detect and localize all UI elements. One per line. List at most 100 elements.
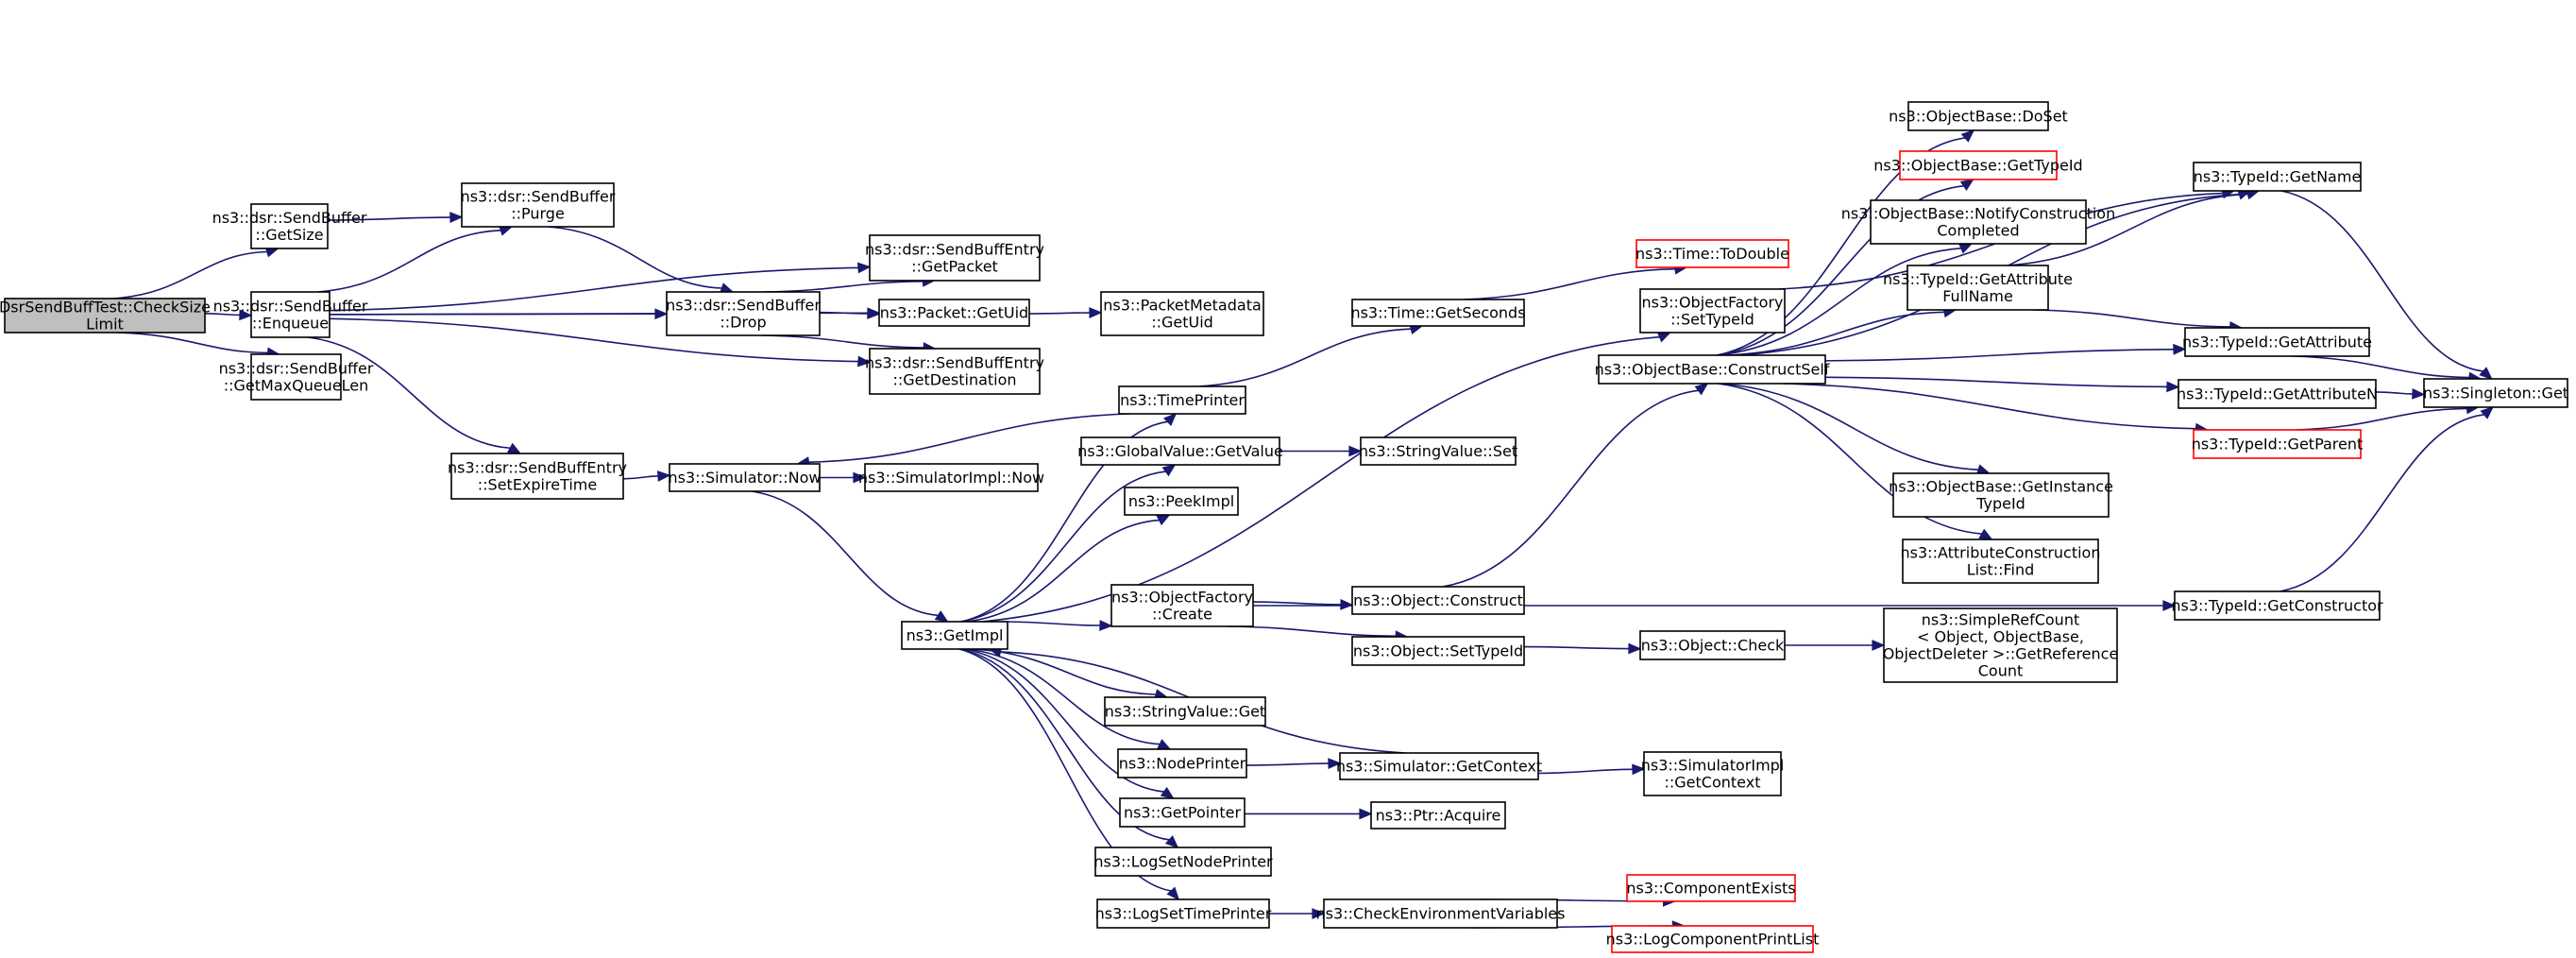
node-box	[869, 234, 1041, 282]
node-label: ns3::TypeId::GetAttribute	[1883, 270, 2073, 288]
graph-node-simimplctx[interactable]: ns3::SimulatorImpl::GetContext	[1641, 751, 1785, 796]
graph-node-getseconds[interactable]: ns3::Time::GetSeconds	[1350, 299, 1526, 327]
graph-node-getpacket[interactable]: ns3::dsr::SendBuffEntry::GetPacket	[865, 234, 1044, 282]
edge-line	[761, 334, 924, 349]
graph-node-nodeprinter[interactable]: ns3::NodePrinter	[1117, 748, 1247, 778]
edge-arrowhead	[1958, 243, 1974, 254]
graph-node-simnow[interactable]: ns3::Simulator::Now	[669, 463, 822, 492]
graph-node-objconstruct[interactable]: ns3::Object::Construct	[1351, 586, 1525, 615]
node-label: ns3::Time::ToDouble	[1635, 245, 1789, 263]
graph-node-getrefcount[interactable]: ns3::SimpleRefCount< Object, ObjectBase,…	[1883, 607, 2119, 683]
node-label: ns3::Object::SetTypeId	[1353, 642, 1523, 660]
node-label: ns3::dsr::SendBuffer	[666, 297, 821, 315]
edge-line	[981, 335, 1660, 623]
graph-node-getsize[interactable]: ns3::dsr::SendBuffer::GetSize	[212, 203, 367, 249]
graph-node-objcheck[interactable]: ns3::Object::Check	[1639, 630, 1786, 660]
edge-arrowhead	[934, 610, 949, 623]
node-label: ns3::Ptr::Acquire	[1376, 807, 1501, 825]
graph-node-tidgetparent[interactable]: ns3::TypeId::GetParent	[2192, 429, 2364, 459]
node-box	[2423, 378, 2568, 408]
graph-node-getpointer[interactable]: ns3::GetPointer	[1119, 797, 1246, 828]
node-box	[2184, 327, 2370, 357]
call-edge	[1716, 243, 1974, 356]
call-edge	[2375, 387, 2426, 400]
node-box	[1643, 751, 1782, 796]
node-label: ::GetPacket	[911, 258, 998, 276]
call-edge	[960, 412, 1178, 623]
edge-line	[1523, 645, 1630, 650]
edge-arrowhead	[2480, 405, 2495, 419]
graph-node-timeprinter[interactable]: ns3::TimePrinter	[1118, 385, 1246, 415]
edge-arrowhead	[2162, 600, 2177, 611]
edge-line	[963, 648, 1164, 793]
graph-node-doset[interactable]: ns3::ObjectBase::DoSet	[1889, 101, 2068, 131]
node-label: ns3::PacketMetadata	[1103, 297, 1262, 315]
graph-node-tidgetctor[interactable]: ns3::TypeId::GetConstructor	[2171, 590, 2383, 621]
call-edge	[1824, 376, 2180, 393]
node-box	[250, 353, 342, 401]
graph-node-logcomplist[interactable]: ns3::LogComponentPrintList	[1606, 925, 1820, 953]
node-box	[250, 291, 330, 338]
graph-node-obgettypeid[interactable]: ns3::ObjectBase::GetTypeId	[1873, 150, 2083, 180]
graph-node-purge[interactable]: ns3::dsr::SendBuffer::Purge	[461, 182, 616, 228]
graph-node-svset[interactable]: ns3::StringValue::Set	[1359, 436, 1517, 466]
graph-node-logsettime[interactable]: ns3::LogSetTimePrinter	[1095, 898, 1272, 929]
graph-node-singleton[interactable]: ns3::Singleton::Get	[2423, 378, 2568, 408]
edge-line	[819, 311, 869, 315]
graph-node-drop[interactable]: ns3::dsr::SendBuffer::Drop	[666, 291, 821, 336]
node-label: ns3::ObjectBase::NotifyConstruction	[1841, 205, 2115, 223]
edge-line	[317, 230, 501, 293]
node-label: ns3::ObjectBase::ConstructSelf	[1595, 361, 1830, 379]
graph-node-ofsettypeid[interactable]: ns3::ObjectFactory::SetTypeId	[1639, 288, 1786, 334]
call-edge	[1028, 307, 1103, 318]
node-label: ns3::TypeId::GetAttributeN	[2177, 385, 2378, 403]
graph-node-notifyconstr[interactable]: ns3::ObjectBase::NotifyConstructionCompl…	[1841, 199, 2115, 245]
edge-line	[2033, 309, 2230, 328]
graph-node-tidgetname[interactable]: ns3::TypeId::GetName	[2193, 162, 2362, 192]
edge-arrowhead	[1161, 464, 1177, 477]
node-label: ns3::SimulatorImpl	[1641, 757, 1785, 775]
node-label: ns3::dsr::SendBuffEntry	[448, 459, 627, 477]
call-edge	[751, 490, 949, 623]
node-label: ns3::TypeId::GetAttribute	[2182, 334, 2372, 351]
graph-node-tidgetattr[interactable]: ns3::TypeId::GetAttribute	[2182, 327, 2372, 357]
graph-node-peekimpl[interactable]: ns3::PeekImpl	[1124, 487, 1239, 516]
edge-arrowhead	[853, 471, 867, 484]
graph-node-svget[interactable]: ns3::StringValue::Get	[1104, 696, 1266, 727]
graph-node-globalvalue[interactable]: ns3::GlobalValue::GetValue	[1077, 436, 1283, 466]
node-label: ns3::LogSetTimePrinter	[1095, 905, 1272, 923]
node-box	[1323, 898, 1558, 929]
graph-node-todouble[interactable]: ns3::Time::ToDouble	[1635, 239, 1789, 268]
graph-node-enqueue[interactable]: ns3::dsr::SendBuffer::Enqueue	[213, 291, 368, 338]
graph-node-simimplnow[interactable]: ns3::SimulatorImpl::Now	[858, 463, 1044, 492]
graph-node-ofcreate[interactable]: ns3::ObjectFactory::Create	[1110, 584, 1254, 627]
graph-node-pmuid[interactable]: ns3::PacketMetadata::GetUid	[1100, 291, 1264, 336]
node-label: ns3::Simulator::Now	[669, 469, 822, 487]
graph-node-getimpl[interactable]: ns3::GetImpl	[901, 621, 1008, 650]
node-label: ns3::PeekImpl	[1128, 492, 1234, 510]
graph-node-objsettypeid[interactable]: ns3::Object::SetTypeId	[1351, 636, 1525, 666]
graph-node-pktuid[interactable]: ns3::Packet::GetUid	[878, 299, 1030, 327]
node-box	[1907, 265, 2049, 311]
graph-node-tidgetattrn[interactable]: ns3::TypeId::GetAttributeN	[2177, 379, 2378, 409]
graph-node-compexists[interactable]: ns3::ComponentExists	[1626, 874, 1796, 902]
graph-node-ptracquire[interactable]: ns3::Ptr::Acquire	[1370, 801, 1506, 830]
edge-line	[1717, 383, 1982, 535]
call-edge	[1246, 758, 1342, 770]
graph-node-getdest[interactable]: ns3::dsr::SendBuffEntry::GetDestination	[865, 348, 1044, 395]
graph-node-simgetctx[interactable]: ns3::Simulator::GetContext	[1336, 752, 1542, 780]
node-box	[1598, 354, 1826, 385]
call-edge	[622, 470, 671, 482]
node-box	[1096, 898, 1270, 929]
graph-node-setexpire[interactable]: ns3::dsr::SendBuffEntry::SetExpireTime	[448, 453, 627, 500]
graph-node-constructself[interactable]: ns3::ObjectBase::ConstructSelf	[1595, 354, 1830, 385]
graph-node-logsetnode[interactable]: ns3::LogSetNodePrinter	[1093, 847, 1273, 877]
graph-node-checkenv[interactable]: ns3::CheckEnvironmentVariables	[1316, 898, 1566, 929]
graph-node-getmaxq[interactable]: ns3::dsr::SendBuffer::GetMaxQueueLen	[219, 353, 374, 401]
call-edge	[1002, 620, 1113, 631]
node-box	[2193, 162, 2362, 192]
